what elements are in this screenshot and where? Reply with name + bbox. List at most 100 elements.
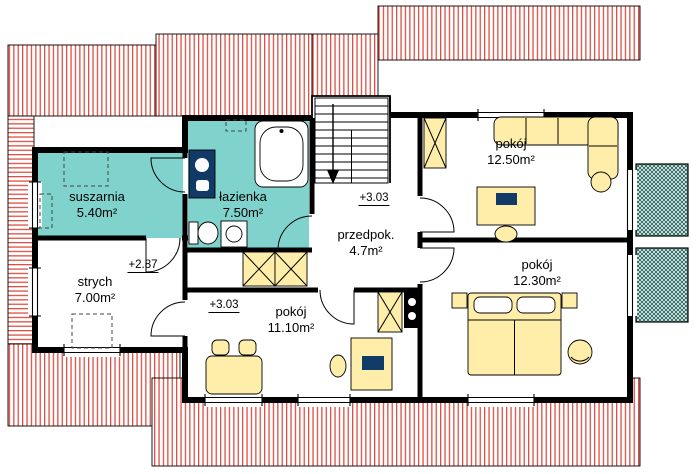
- armchair-back: [570, 356, 590, 362]
- computer-monitor: [496, 193, 517, 205]
- door-glazing: [626, 170, 634, 230]
- sofa-side: [587, 116, 619, 180]
- wardrobe-cross: [423, 117, 447, 169]
- window-gap: [28, 268, 42, 316]
- corner-sofa: [493, 116, 619, 180]
- desk-1250: [476, 186, 536, 243]
- table: [205, 355, 263, 395]
- toilet-tank: [188, 221, 199, 245]
- storage-dashed-outline: [71, 313, 113, 349]
- window-gap: [205, 393, 262, 407]
- chimney-flue: [404, 292, 420, 328]
- room-name: pokój: [495, 135, 527, 151]
- nightstand-left: [451, 292, 468, 309]
- room-label-suszarnia: suszarnia 5.40m²: [69, 189, 125, 222]
- wall-segment: [544, 112, 633, 170]
- roof-panel-top-left: [7, 44, 157, 117]
- armchair-seat: [567, 339, 593, 365]
- stairs: [314, 97, 389, 184]
- double-bed: [467, 292, 562, 376]
- wall-segment: [534, 316, 633, 403]
- door-gap: [623, 170, 637, 230]
- flue-duct: [408, 298, 416, 306]
- furniture: [39, 116, 619, 395]
- window-glazing: [29, 181, 41, 229]
- pouf: [590, 171, 612, 193]
- desk-1110: [329, 337, 393, 391]
- window-pokoj1230-bottom: [467, 393, 535, 407]
- room-area: 12.30m²: [513, 273, 561, 288]
- door-suszarnia-strych: [145, 237, 181, 273]
- room-area: 4.7m²: [349, 243, 383, 258]
- room-label-pokoj-1250: pokój 12.50m²: [487, 136, 535, 169]
- room-name: pokój: [275, 303, 307, 319]
- roof-panel-top-right: [377, 5, 641, 61]
- door-pokoj-1110: [319, 289, 355, 325]
- pillow-left: [473, 296, 513, 314]
- wall-segment: [120, 347, 205, 403]
- desk-top: [476, 186, 536, 226]
- room-area: 11.10m²: [267, 320, 315, 335]
- laundry-dashed-outline: [39, 193, 53, 229]
- chair: [211, 339, 230, 356]
- room-name: suszarnia: [69, 188, 125, 204]
- level-marker-strych: +2.87: [127, 259, 159, 273]
- nightstand-right: [561, 292, 578, 309]
- balcony-door-lower: [623, 255, 637, 316]
- room-area: 7.00m²: [74, 290, 116, 305]
- window-glazing: [29, 267, 41, 317]
- room-label-pokoj-1110: pokój 11.10m²: [268, 304, 315, 337]
- roof-panel-bottom-left: [7, 343, 181, 427]
- table-with-chairs: [205, 339, 263, 395]
- balcony-lower: [635, 247, 689, 323]
- desk-chair: [329, 354, 347, 378]
- vent-dashed-outline: [225, 119, 247, 132]
- roof-panel-top-mid: [155, 33, 313, 117]
- doors: [145, 157, 455, 337]
- vanity-fixture: [196, 180, 209, 191]
- window-glazing: [204, 394, 263, 406]
- flue-body: [404, 292, 420, 328]
- desk-chair: [494, 225, 518, 243]
- stair-arrow-head: [327, 170, 339, 184]
- bed-lines: [468, 319, 561, 375]
- window-gap: [298, 393, 350, 407]
- room-name: łazienka: [219, 188, 267, 204]
- toilet: [188, 221, 219, 245]
- room-label-przedpok: przedpok. 4.7m²: [337, 227, 394, 260]
- wardrobe-1250: [423, 117, 447, 169]
- room-label-strych: strych 7.00m²: [75, 274, 115, 307]
- room-label-pokoj-1230: pokój 12.30m²: [513, 257, 561, 290]
- window-pokoj1110-bottom-left: [204, 393, 263, 407]
- chair: [238, 339, 257, 356]
- room-floor-suszarnia: [38, 153, 183, 238]
- windows: [28, 108, 637, 407]
- hall-cabinets: [242, 251, 308, 287]
- washing-machine: [220, 220, 248, 248]
- balcony-upper: [635, 163, 689, 237]
- wardrobe-cross: [377, 291, 403, 333]
- room-area: 5.40m²: [76, 205, 118, 220]
- computer-monitor: [362, 356, 384, 370]
- level-marker-przedpok: +3.03: [358, 192, 390, 206]
- window-glazing: [297, 394, 351, 406]
- window-strych-left: [28, 267, 42, 317]
- room-name: pokój: [521, 256, 553, 272]
- washbasin: [195, 158, 209, 172]
- interior-walls: [35, 96, 630, 400]
- room-name: strych: [77, 273, 113, 289]
- level-marker-pokoj-1110: +3.03: [208, 299, 240, 313]
- door-glazing: [626, 255, 634, 316]
- room-label-lazienka: łazienka 7.50m²: [219, 189, 267, 222]
- balcony-door-upper: [623, 170, 637, 230]
- exterior-walls: [32, 95, 633, 403]
- door-strych: [150, 301, 186, 337]
- door-pokoj-1250: [419, 197, 455, 233]
- window-glazing: [467, 394, 535, 406]
- door-gap: [623, 255, 637, 316]
- window-gap: [64, 343, 120, 357]
- window-pokoj1110-bottom-right: [297, 393, 351, 407]
- door-pokoj-1230: [419, 247, 455, 283]
